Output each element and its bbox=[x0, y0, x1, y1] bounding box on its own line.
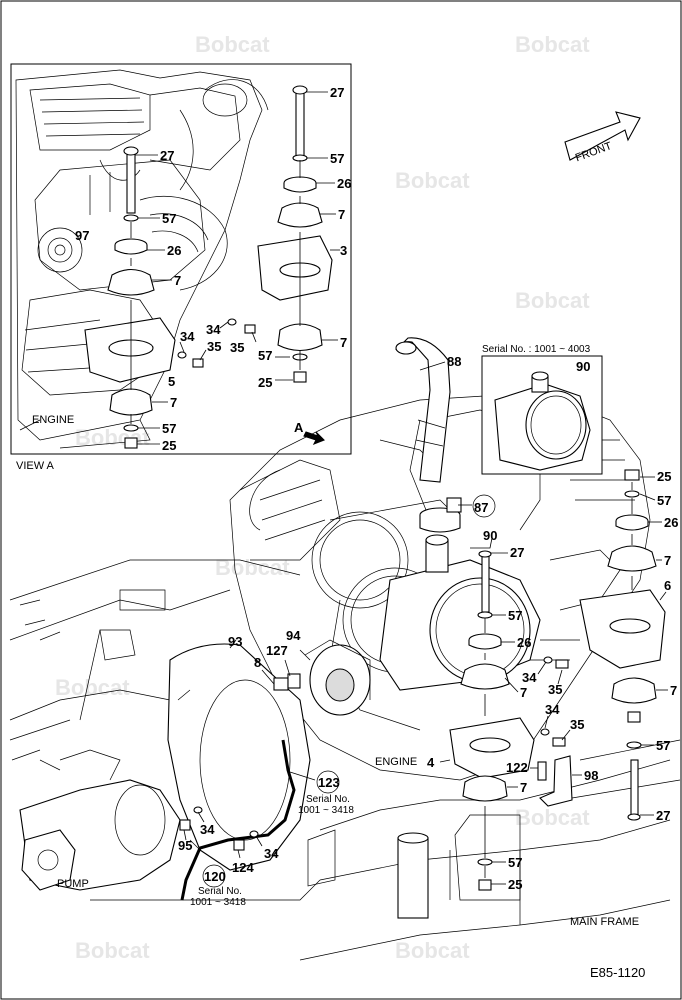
drawing-number: E85-1120 bbox=[590, 965, 645, 980]
muffler-90 bbox=[379, 497, 541, 691]
callout-7: 7 bbox=[520, 685, 527, 700]
callout-7: 7 bbox=[170, 395, 177, 410]
callout-27: 27 bbox=[160, 148, 174, 163]
callout-34: 34 bbox=[522, 670, 537, 685]
callout-8: 8 bbox=[254, 655, 261, 670]
callout-26: 26 bbox=[167, 243, 181, 258]
callout-57: 57 bbox=[162, 211, 176, 226]
serial-inset-box: Serial No. : 1001 ~ 4003 90 bbox=[481, 344, 603, 475]
callout-25: 25 bbox=[258, 375, 272, 390]
callout-7: 7 bbox=[340, 335, 347, 350]
serial-note-90: Serial No. : 1001 ~ 4003 bbox=[482, 344, 591, 355]
watermark-text: Bobcat bbox=[55, 675, 130, 700]
callout-57: 57 bbox=[162, 421, 176, 436]
callout-34: 34 bbox=[264, 846, 279, 861]
callout-7: 7 bbox=[670, 683, 677, 698]
callout-57: 57 bbox=[656, 738, 670, 753]
callout-35: 35 bbox=[570, 717, 584, 732]
main-callouts: 88 87 90 27 25 57 26 7 6 57 26 93 94 127… bbox=[57, 354, 678, 928]
callout-88: 88 bbox=[447, 354, 461, 369]
callout-27: 27 bbox=[510, 545, 524, 560]
callout-98: 98 bbox=[584, 768, 598, 783]
serial-note-123: Serial No. bbox=[306, 794, 350, 805]
callout-26: 26 bbox=[517, 635, 531, 650]
callout-35: 35 bbox=[207, 339, 221, 354]
watermark-text: Bobcat bbox=[75, 938, 150, 963]
front-arrow: FRONT bbox=[564, 111, 641, 164]
pump-sketch bbox=[19, 749, 181, 891]
callout-124: 124 bbox=[232, 860, 254, 875]
callout-25: 25 bbox=[657, 469, 671, 484]
callout-95: 95 bbox=[178, 838, 192, 853]
callout-27: 27 bbox=[656, 808, 670, 823]
watermark-text: Bobcat bbox=[215, 555, 290, 580]
callout-57: 57 bbox=[508, 608, 522, 623]
watermark-text: Bobcat bbox=[75, 425, 150, 450]
view-a-inset bbox=[10, 63, 352, 455]
watermark-text: Bobcat bbox=[515, 288, 590, 313]
view-caption: VIEW A bbox=[16, 460, 55, 472]
callout-25: 25 bbox=[162, 438, 176, 453]
serial-note-123: 1001 ~ 3418 bbox=[298, 805, 354, 816]
callout-34: 34 bbox=[180, 329, 195, 344]
callout-97: 97 bbox=[75, 228, 89, 243]
callout-4: 4 bbox=[427, 755, 435, 770]
serial-note-120: 1001 ~ 3418 bbox=[190, 897, 246, 908]
watermark-text: Bobcat bbox=[515, 805, 590, 830]
watermark-text: Bobcat bbox=[395, 938, 470, 963]
hose-line bbox=[180, 739, 296, 901]
watermark-text: Bobcat bbox=[515, 32, 590, 57]
callout-127: 127 bbox=[266, 643, 288, 658]
view-a-marker: A bbox=[294, 420, 304, 435]
engine-main-label: ENGINE bbox=[375, 756, 417, 768]
watermark-layer: Bobcat Bobcat Bobcat Bobcat Bobcat Bobca… bbox=[55, 32, 590, 963]
callout-57: 57 bbox=[657, 493, 671, 508]
right-mount-stack bbox=[579, 469, 666, 821]
callout-35: 35 bbox=[548, 682, 562, 697]
callout-26: 26 bbox=[337, 176, 351, 191]
callout-27: 27 bbox=[330, 85, 344, 100]
callout-57: 57 bbox=[330, 151, 344, 166]
inset-callouts: 27 57 26 7 3 27 57 97 26 7 34 35 34 35 7… bbox=[32, 85, 351, 453]
pump-label: PUMP bbox=[57, 878, 89, 890]
main-frame-label: MAIN FRAME bbox=[570, 916, 639, 928]
callout-5: 5 bbox=[168, 374, 175, 389]
frame-cylinder bbox=[307, 829, 429, 919]
main-frame-sketch bbox=[9, 559, 681, 961]
callout-57: 57 bbox=[508, 855, 522, 870]
watermark-text: Bobcat bbox=[195, 32, 270, 57]
callout-26: 26 bbox=[664, 515, 678, 530]
callout-34: 34 bbox=[206, 322, 221, 337]
serial-note-120: Serial No. bbox=[198, 886, 242, 897]
watermark-text: Bobcat bbox=[395, 168, 470, 193]
callout-57: 57 bbox=[258, 348, 272, 363]
engine-inset-label: ENGINE bbox=[32, 414, 74, 426]
intake-pipe-88 bbox=[395, 337, 451, 483]
callout-3: 3 bbox=[340, 243, 347, 258]
callout-7: 7 bbox=[664, 553, 671, 568]
callout-90: 90 bbox=[576, 359, 590, 374]
callout-25: 25 bbox=[508, 877, 522, 892]
callout-34: 34 bbox=[545, 702, 560, 717]
callout-123: 123 bbox=[318, 775, 340, 790]
callout-94: 94 bbox=[286, 628, 301, 643]
callout-7: 7 bbox=[338, 207, 345, 222]
housing-plate-93 bbox=[167, 639, 371, 871]
bracket-98 bbox=[537, 755, 573, 807]
callout-6: 6 bbox=[664, 578, 671, 593]
callout-120: 120 bbox=[204, 869, 226, 884]
small-hardware bbox=[179, 656, 569, 851]
callout-35: 35 bbox=[230, 340, 244, 355]
callout-7: 7 bbox=[520, 780, 527, 795]
callout-122: 122 bbox=[506, 760, 528, 775]
callout-7: 7 bbox=[174, 273, 181, 288]
callout-90: 90 bbox=[483, 528, 497, 543]
callout-34: 34 bbox=[200, 822, 215, 837]
callout-93: 93 bbox=[228, 634, 242, 649]
callout-87: 87 bbox=[474, 500, 488, 515]
